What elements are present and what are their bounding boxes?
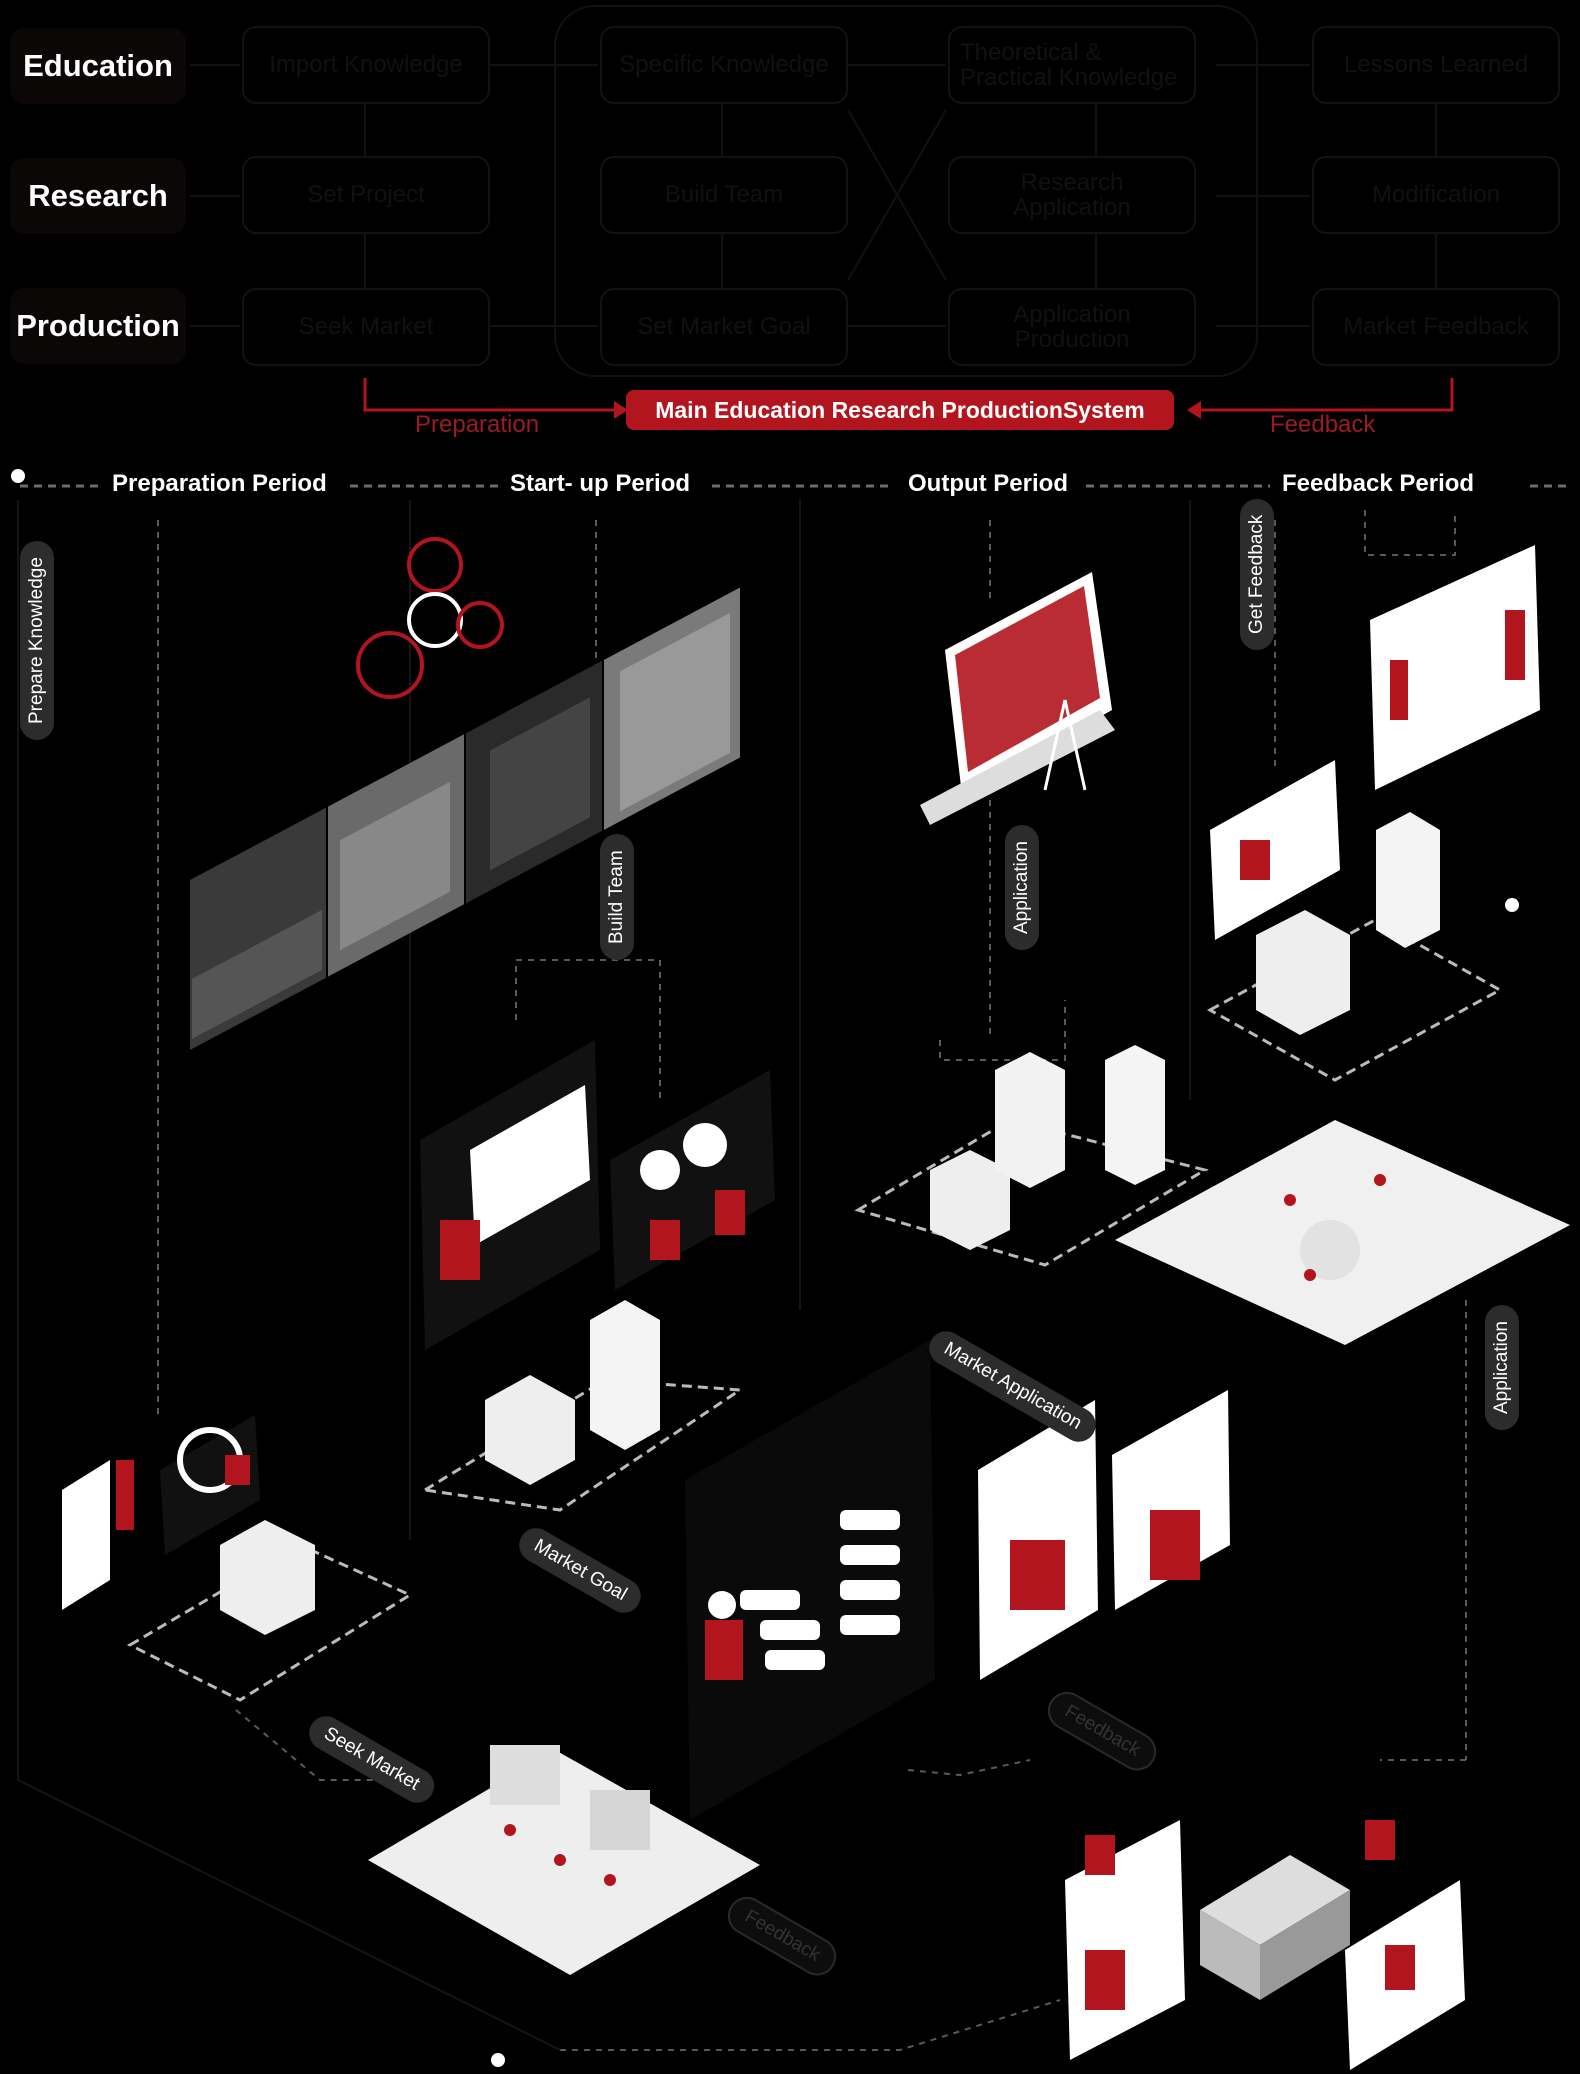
video-call-illustration: [978, 1390, 1230, 1680]
tag-application-output: Application: [1005, 825, 1039, 950]
team-board-illustration: [420, 1040, 775, 1350]
building-cluster-feedback: [1206, 812, 1504, 1082]
node-import-knowledge: Import Knowledge: [242, 26, 490, 104]
building-cluster-preparation: [126, 1520, 414, 1702]
building-cluster-output: [854, 1045, 1209, 1267]
tag-prepare-knowledge: Prepare Knowledge: [20, 541, 54, 740]
main-system-box: Main Education Research ProductionSystem: [626, 390, 1174, 430]
node-research-application: Research Application: [948, 156, 1196, 234]
preparation-label: Preparation: [415, 411, 540, 438]
tag-get-feedback: Get Feedback: [1240, 498, 1274, 650]
row-label-education: Education: [10, 28, 186, 104]
market-goal-wall: [685, 1340, 935, 1820]
building-cluster-startup: [420, 1300, 745, 1512]
tag-application-feedback: Application: [1485, 1305, 1519, 1430]
node-market-feedback: Market Feedback: [1312, 288, 1560, 366]
period-preparation: Preparation Period: [106, 470, 333, 498]
period-startup: Start- up Period: [504, 470, 697, 498]
feedback-hub-illustration: [1065, 1820, 1465, 2070]
photo-strip: [190, 587, 740, 1050]
market-floor-output: [1115, 1120, 1570, 1345]
row-label-production: Production: [10, 288, 186, 364]
node-modification: Modification: [1312, 156, 1560, 234]
node-specific-knowledge: Specific Knowledge: [600, 26, 848, 104]
gear-logo-icon: [356, 537, 504, 699]
node-set-market-goal: Set Market Goal: [600, 288, 848, 366]
intro-panel-illustration: [62, 1415, 260, 1610]
feedback-label: Feedback: [1270, 411, 1376, 438]
period-output: Output Period: [902, 470, 1074, 498]
node-set-project: Set Project: [242, 156, 490, 234]
node-application-production: Application Production: [948, 288, 1196, 366]
presenter-screen-illustration: [920, 572, 1115, 825]
seek-market-floor: [368, 1745, 760, 1975]
node-seek-market: Seek Market: [242, 288, 490, 366]
feedback-card-illustration: [1210, 545, 1540, 940]
node-lessons-learned: Lessons Learned: [1312, 26, 1560, 104]
tag-build-team: Build Team: [600, 834, 634, 960]
node-build-team: Build Team: [600, 156, 848, 234]
row-label-research: Research: [10, 158, 186, 234]
node-theoretical-knowledge: Theoretical & Practical Knowledge: [948, 26, 1196, 104]
period-feedback: Feedback Period: [1276, 470, 1481, 498]
